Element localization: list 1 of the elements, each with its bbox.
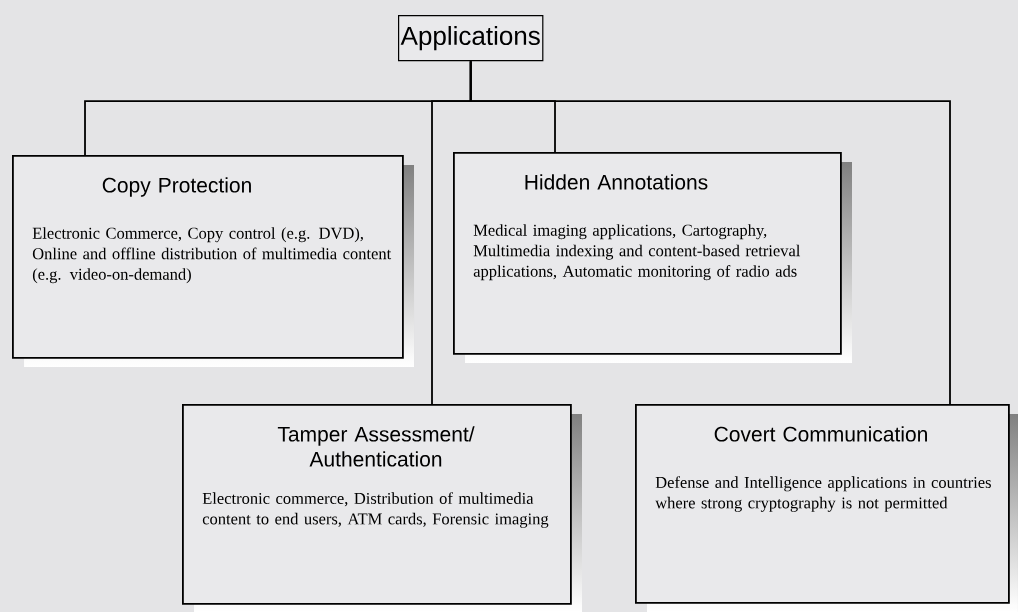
title-box: Applications (398, 15, 544, 62)
